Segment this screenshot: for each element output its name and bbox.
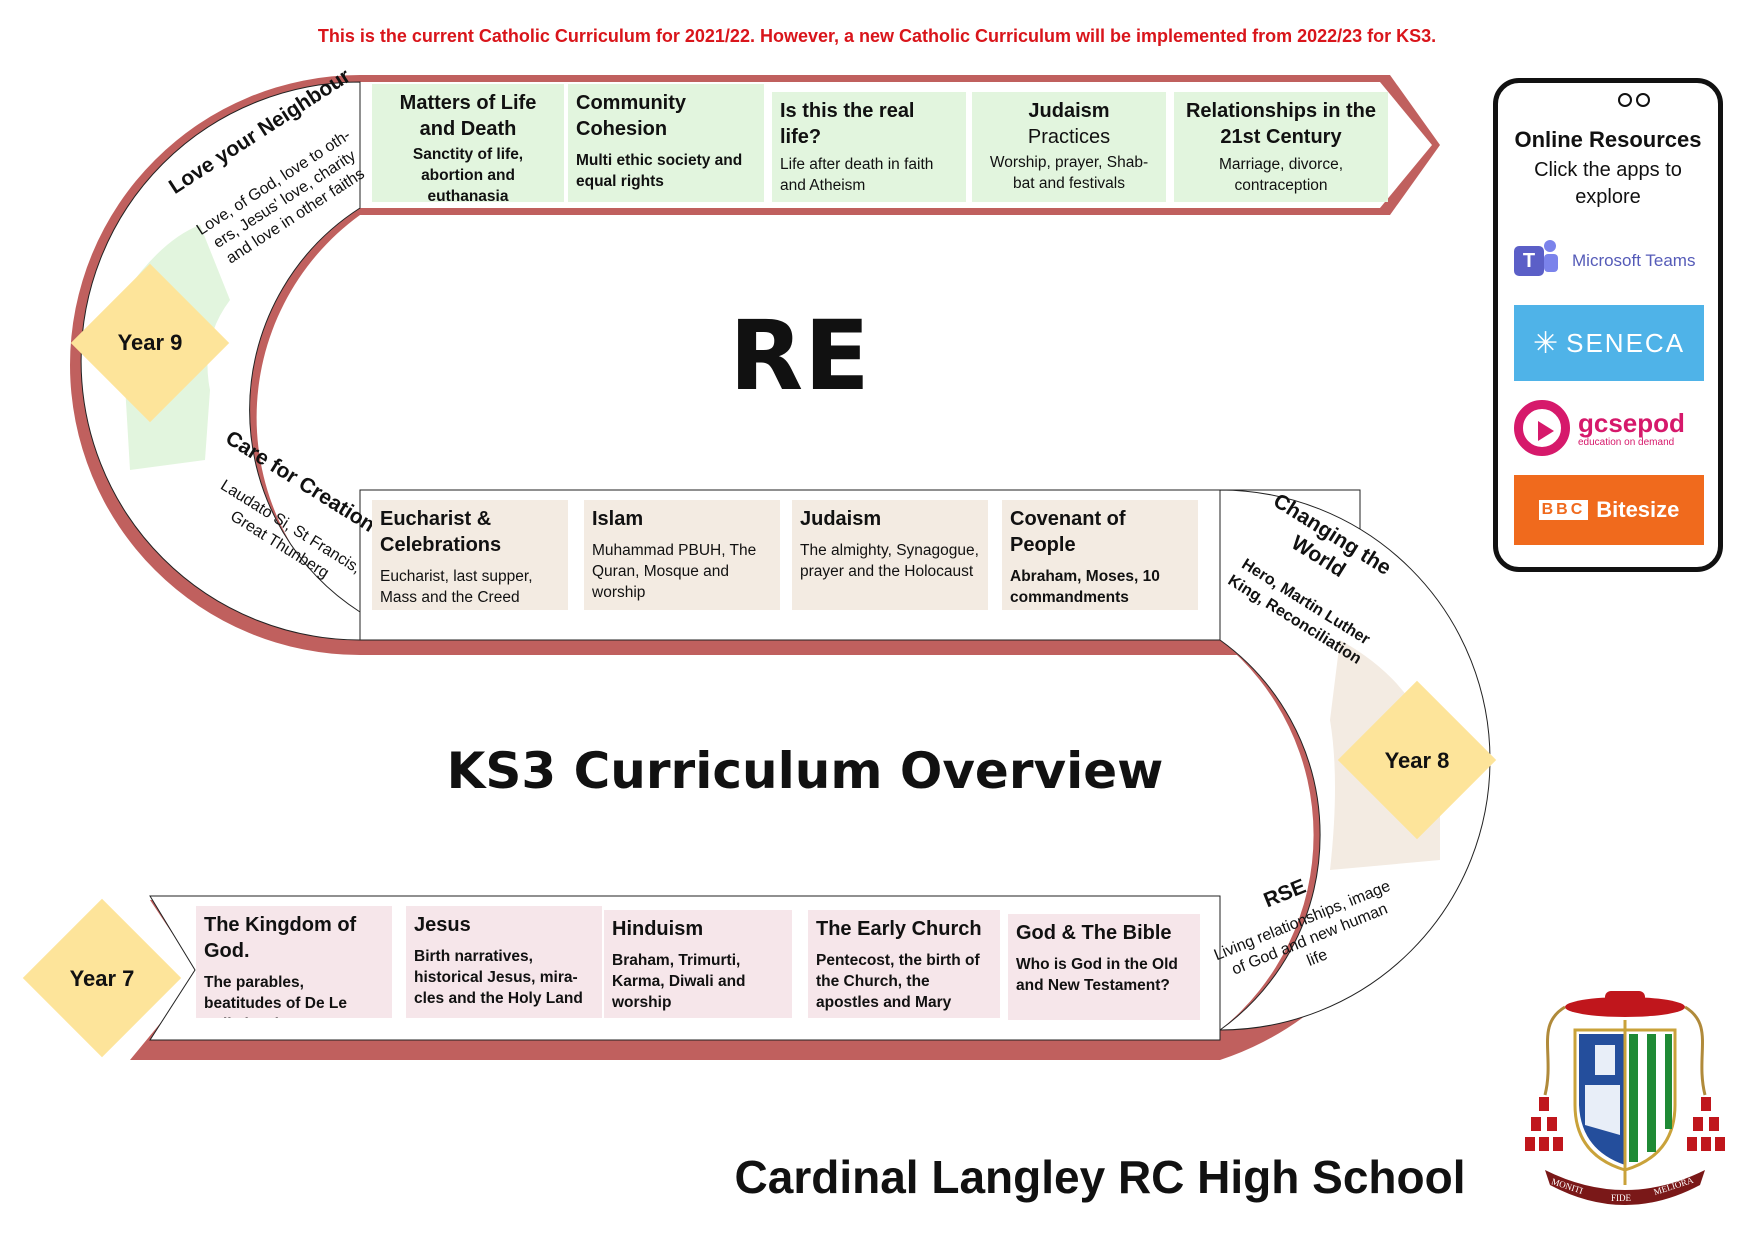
year-7-label: Year 7 — [69, 966, 135, 991]
subject-title: RE — [729, 300, 871, 412]
unit-hinduism[interactable]: Hinduism Braham, Trimurti, Karma, Diwali… — [604, 910, 792, 1018]
unit-the-early-church[interactable]: The Early Church Pentecost, the birth of… — [808, 910, 1000, 1018]
unit-community-cohesion[interactable]: Community Cohesion Multi ethic society a… — [568, 84, 764, 202]
bitesize-label: Bitesize — [1596, 497, 1680, 522]
microsoft-teams-app[interactable]: T Microsoft Teams — [1514, 239, 1704, 283]
crest-icon — [1525, 991, 1725, 1205]
school-crest: MONITI FIDE MELIORA — [1525, 985, 1725, 1210]
seneca-app[interactable]: ✳ SENECA — [1514, 305, 1704, 381]
teams-icon: T — [1514, 240, 1558, 276]
gcsepod-icon — [1514, 400, 1570, 456]
overview-title: KS3 Curriculum Overview — [446, 742, 1164, 800]
online-resources-subtitle: Click the apps to explore — [1534, 159, 1682, 208]
unit-jesus[interactable]: Jesus Birth narratives, historical Jesus… — [406, 906, 602, 1018]
school-name: Cardinal Langley RC High School — [734, 1151, 1466, 1203]
online-resources-title: Online Resources — [1514, 127, 1702, 152]
unit-islam[interactable]: Islam Muhammad PBUH, The Quran, Mosque a… — [584, 500, 780, 610]
unit-eucharist-celebrations[interactable]: Eucharist & Celebrations Eucharist, last… — [372, 500, 568, 610]
gcsepod-label: gcsepod — [1578, 407, 1685, 438]
seneca-label: SENECA — [1566, 327, 1686, 358]
unit-covenant-of-people[interactable]: Covenant of People Abraham, Moses, 10 co… — [1002, 500, 1198, 610]
gcsepod-tagline: education on demand — [1578, 436, 1675, 448]
unit-is-this-the-real-life[interactable]: Is this the real life? Life after death … — [772, 92, 966, 202]
phone-camera-icon — [1618, 93, 1632, 107]
unit-god-and-the-bible[interactable]: God & The Bible Who is God in the Old an… — [1008, 914, 1200, 1020]
year-8-label: Year 8 — [1384, 748, 1450, 773]
bbc-icon: BBC — [1538, 500, 1589, 520]
unit-kingdom-of-god[interactable]: The Kingdom of God. The parables, beatit… — [196, 906, 392, 1018]
phone-camera-icon — [1636, 93, 1650, 107]
seneca-icon: ✳ — [1532, 326, 1559, 360]
unit-relationships-21st-century[interactable]: Relationships in the 21st Century Marria… — [1174, 92, 1388, 202]
crest-motto-2: FIDE — [1611, 1193, 1631, 1203]
gcsepod-app[interactable]: gcsepod education on demand — [1514, 391, 1704, 465]
online-resources-phone: Online Resources Click the apps to explo… — [1493, 78, 1723, 572]
unit-judaism-practices[interactable]: Judaism Practices Worship, prayer, Shab-… — [972, 92, 1166, 202]
curriculum-notice: This is the current Catholic Curriculum … — [317, 26, 1437, 46]
year-9-label: Year 9 — [117, 330, 183, 355]
microsoft-teams-label: Microsoft Teams — [1572, 251, 1696, 270]
unit-matters-of-life-and-death[interactable]: Matters of Life and Death Sanctity of li… — [372, 84, 564, 202]
unit-judaism[interactable]: Judaism The almighty, Synagogue, prayer … — [792, 500, 988, 610]
bbc-bitesize-app[interactable]: BBC Bitesize — [1514, 475, 1704, 545]
